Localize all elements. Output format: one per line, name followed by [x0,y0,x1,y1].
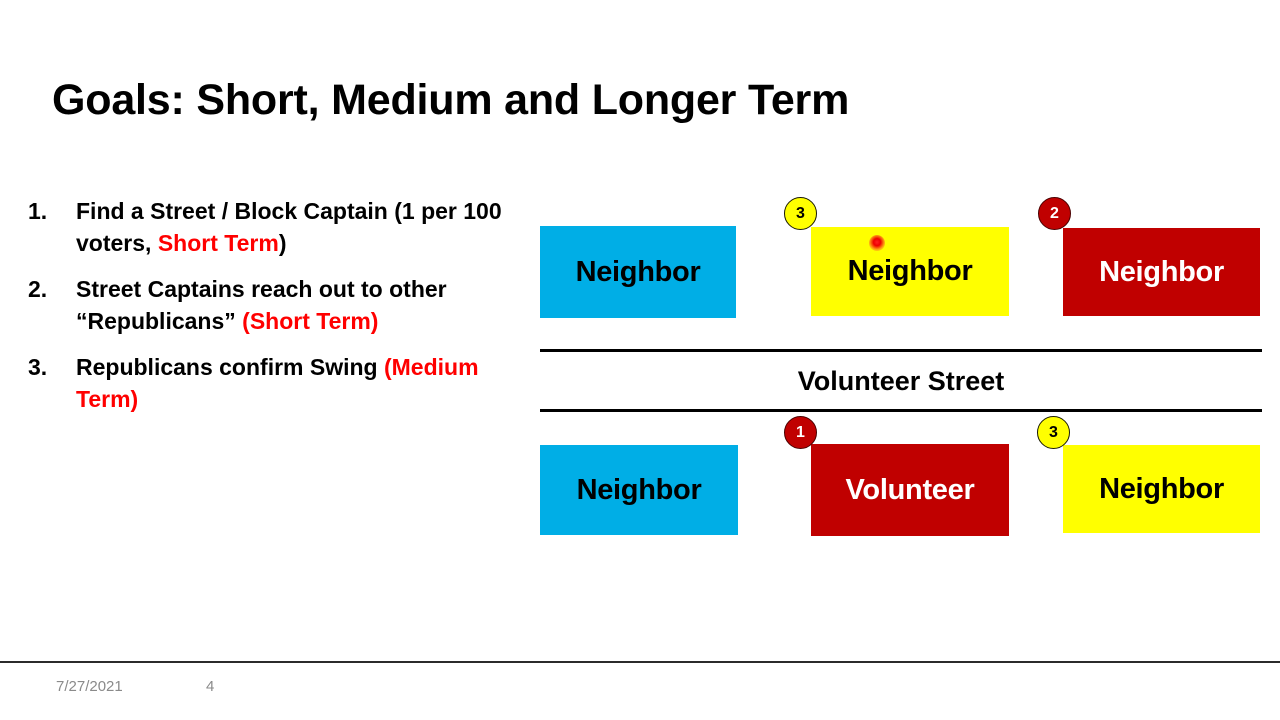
list-item-number: 3. [28,354,48,380]
list-item-highlight: (Short Term) [242,307,379,334]
list-item-number: 2. [28,276,48,302]
page-title: Goals: Short, Medium and Longer Term [52,76,850,124]
list-item: 2. Street Captains reach out to other “R… [28,274,503,337]
house-box-top-2: Neighbor [811,227,1009,316]
house-box-bottom-1: Neighbor [540,445,738,535]
footer-page-number: 4 [206,678,215,695]
priority-badge-bottom-2: 1 [784,416,817,449]
list-item-text: Republicans confirm Swing (Medium Term) [76,352,503,415]
list-item-text-part: Street Captains reach out to other “Repu… [76,276,447,334]
house-box-top-1: Neighbor [540,226,736,318]
list-item-text-part: Republicans confirm Swing [76,354,384,380]
priority-badge-bottom-3: 3 [1037,416,1070,449]
house-box-bottom-3: Neighbor [1063,445,1260,533]
goals-list: 1. Find a Street / Block Captain (1 per … [28,196,503,430]
list-item-text: Find a Street / Block Captain (1 per 100… [76,196,503,259]
list-item-highlight: Short Term [157,229,279,256]
list-item-text-part: ) [278,229,287,256]
list-item: 3. Republicans confirm Swing (Medium Ter… [28,352,503,415]
priority-badge-top-2: 3 [784,197,817,230]
list-item-number: 1. [28,198,48,224]
street-line-top [540,349,1262,352]
house-box-bottom-2: Volunteer [811,444,1009,536]
pointer-dot-icon [869,235,885,251]
street-name-label: Volunteer Street [797,366,1005,396]
list-item: 1. Find a Street / Block Captain (1 per … [28,196,503,259]
street-line-bottom [540,409,1262,412]
priority-badge-top-3: 2 [1038,197,1071,230]
house-box-top-3: Neighbor [1063,228,1260,316]
list-item-highlight: (Medium Term) [76,354,479,412]
list-item-text: Street Captains reach out to other “Repu… [76,274,503,337]
list-item-text-part: Find a Street / Block Captain (1 per 100… [76,198,502,256]
footer-divider [0,661,1280,663]
footer-date: 7/27/2021 [56,678,123,695]
